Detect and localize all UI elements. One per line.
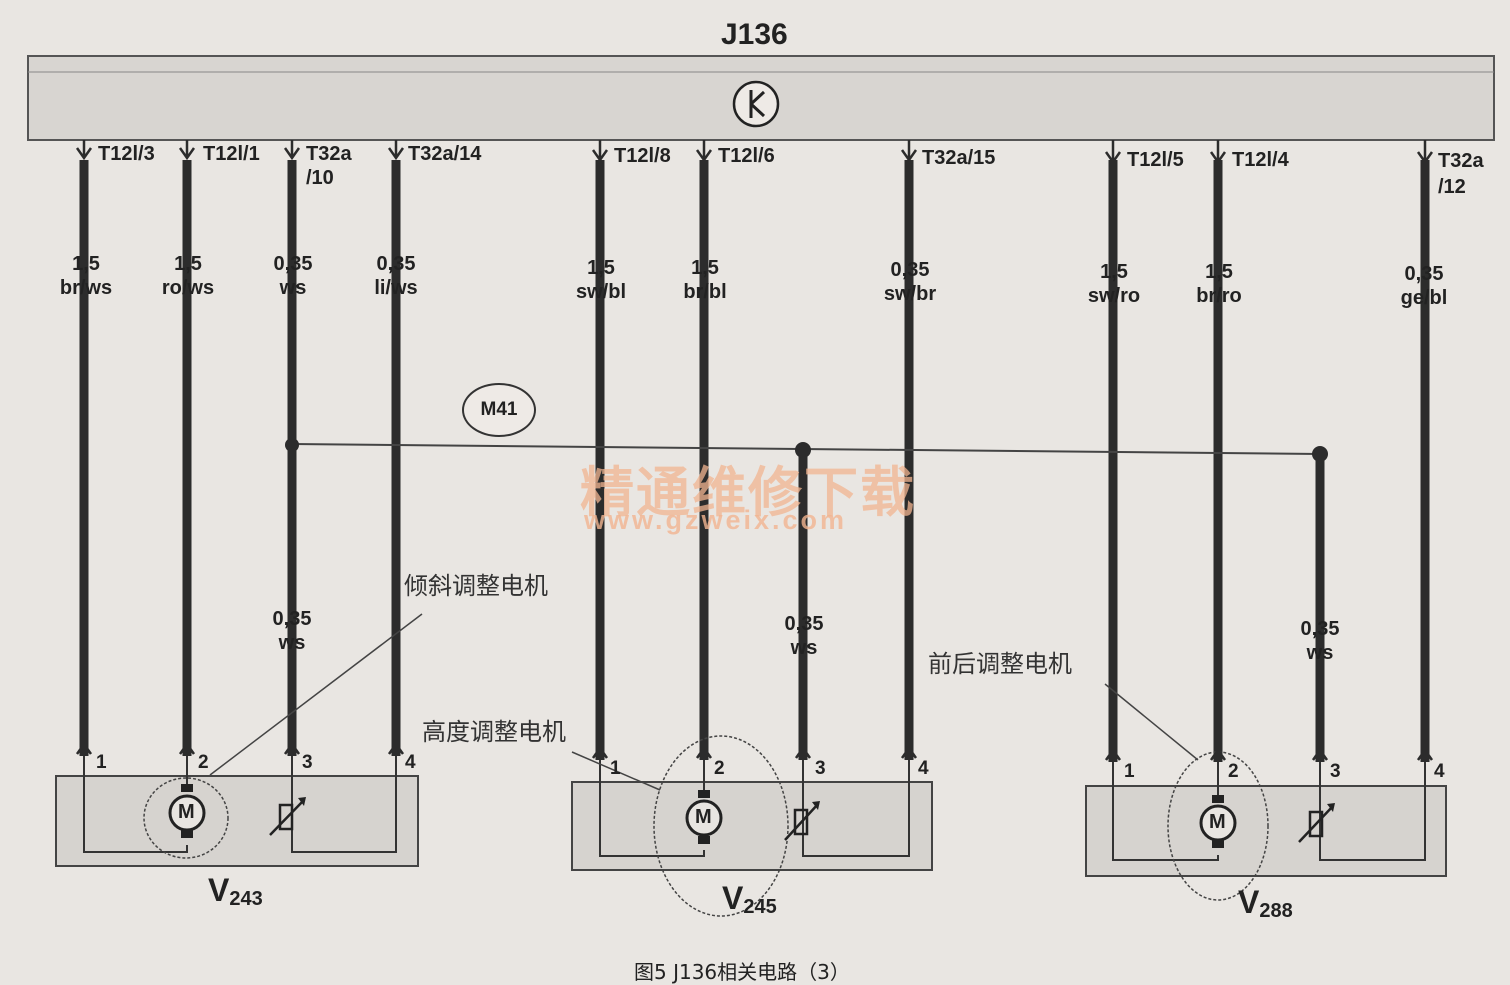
component-name: V245 bbox=[722, 880, 777, 918]
connector-label: T12l/5 bbox=[1127, 149, 1184, 171]
component-v245 bbox=[571, 735, 933, 917]
pin-number: 2 bbox=[198, 752, 209, 773]
connector-label: T32a/15 bbox=[922, 147, 996, 169]
pin-number: 2 bbox=[1228, 761, 1239, 782]
watermark-url: www.gzweix.com bbox=[584, 505, 848, 535]
watermark-text: 精通维修下载 bbox=[580, 460, 916, 524]
connector-label: T12l/4 bbox=[1232, 149, 1289, 171]
connector-arrows bbox=[75, 140, 1434, 165]
figure-caption: 图5 J136相关电路（3） bbox=[634, 960, 850, 984]
motor-icon: M bbox=[178, 801, 195, 823]
component-v288 bbox=[1085, 683, 1447, 901]
connector-label: T32a bbox=[306, 143, 352, 165]
pin-number: 3 bbox=[302, 752, 313, 773]
pin-number: 3 bbox=[815, 758, 826, 779]
pin-number: 1 bbox=[610, 758, 621, 779]
connector-label: T32a bbox=[1438, 150, 1484, 172]
annotation-tilt-motor: 倾斜调整电机 bbox=[404, 572, 548, 600]
annotation-fore-aft-motor: 前后调整电机 bbox=[928, 650, 1072, 678]
pin-number: 4 bbox=[1434, 761, 1445, 782]
motor-icon: M bbox=[695, 806, 712, 828]
component-name: V288 bbox=[1238, 884, 1293, 922]
pin-number: 1 bbox=[96, 752, 107, 773]
pin-number: 3 bbox=[1330, 761, 1341, 782]
connector-label: T32a/14 bbox=[408, 143, 482, 165]
connector-label: /12 bbox=[1438, 176, 1466, 198]
connector-label: T12l/8 bbox=[614, 145, 671, 167]
wires bbox=[79, 160, 1430, 762]
connector-label: /10 bbox=[306, 167, 334, 189]
component-pin-arrows bbox=[75, 741, 1434, 761]
pin-number: 4 bbox=[405, 752, 416, 773]
pin-number: 4 bbox=[918, 758, 929, 779]
control-unit-name: J136 bbox=[721, 18, 788, 51]
connector-label: T12l/1 bbox=[203, 143, 260, 165]
pin-number: 2 bbox=[714, 758, 725, 779]
connector-label: T12l/6 bbox=[718, 145, 775, 167]
component-v243 bbox=[55, 613, 423, 867]
pin-number: 1 bbox=[1124, 761, 1135, 782]
annotation-height-motor: 高度调整电机 bbox=[422, 718, 566, 746]
component-name: V243 bbox=[208, 872, 263, 910]
connector-label: T12l/3 bbox=[98, 143, 155, 165]
motor-icon: M bbox=[1209, 811, 1226, 833]
ground-point-label: M41 bbox=[462, 383, 536, 437]
ecu-symbol-icon bbox=[732, 80, 780, 128]
